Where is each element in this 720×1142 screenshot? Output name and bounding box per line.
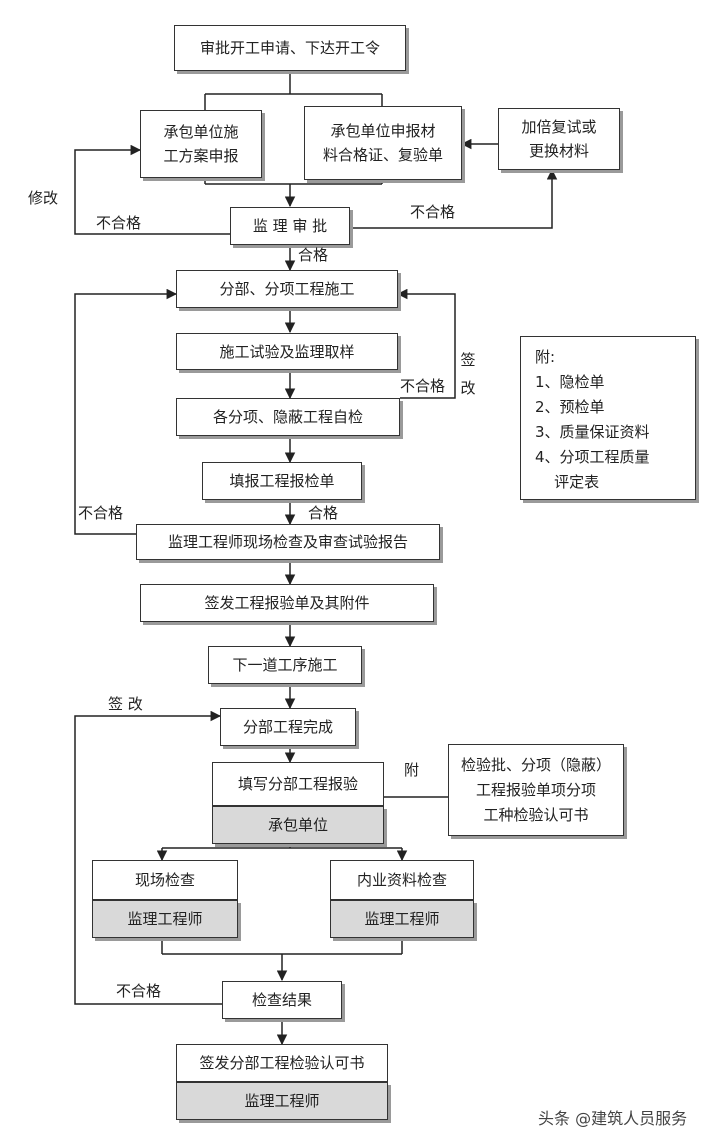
internal-engineer-box: 监理工程师	[330, 900, 474, 938]
label-pass-1: 合格	[298, 246, 329, 264]
test-sampling-box: 施工试验及监理取样	[176, 333, 398, 370]
self-check-box: 各分项、隐蔽工程自检	[176, 398, 400, 436]
watermark-text: 头条 @建筑人员服务	[538, 1109, 688, 1128]
attachment-cert-box: 检验批、分项（隐蔽） 工程报验单项分项 工种检验认可书	[448, 744, 624, 836]
label-fail-right-top: 不合格	[410, 203, 456, 221]
loop-fail-right-top	[350, 168, 558, 229]
loop-fail-bottom	[74, 710, 222, 1005]
contractor-unit-box: 承包单位	[212, 806, 384, 844]
sub-construction-box: 分部、分项工程施工	[176, 270, 398, 308]
fill-inspection-box: 填报工程报检单	[202, 462, 362, 500]
double-retest-box: 加倍复试或 更换材料	[498, 108, 620, 170]
supervision-review-box: 监 理 审 批	[230, 207, 350, 245]
site-engineer-box: 监理工程师	[92, 900, 238, 938]
contractor-materials-box: 承包单位申报材 料合格证、复验单	[304, 106, 462, 180]
internal-check-box: 内业资料检查	[330, 860, 474, 900]
label-revise: 修改	[28, 189, 59, 207]
label-sign-revise-bottom: 签 改	[108, 695, 143, 713]
notes-box: 附: 1、隐检单 2、预检单 3、质量保证资料 4、分项工程质量 评定表	[520, 336, 696, 500]
loop-fail-left-top	[74, 144, 230, 235]
fill-sub-report-box: 填写分部工程报验	[212, 762, 384, 806]
label-attach: 附	[404, 761, 420, 779]
issue-form-box: 签发工程报验单及其附件	[140, 584, 434, 622]
check-result-box: 检查结果	[222, 981, 342, 1019]
label-pass-2: 合格	[308, 504, 339, 522]
label-fail-left-top: 不合格	[96, 214, 142, 232]
approve-start-box: 审批开工申请、下达开工令	[174, 25, 406, 71]
contractor-plan-box: 承包单位施 工方案申报	[140, 110, 262, 178]
next-process-box: 下一道工序施工	[208, 646, 362, 684]
issue-cert-box: 签发分部工程检验认可书	[176, 1044, 388, 1082]
label-fail-mid-right: 不合格	[400, 377, 446, 395]
engineer-check-box: 监理工程师现场检查及审查试验报告	[136, 524, 440, 560]
sub-complete-box: 分部工程完成	[220, 708, 356, 746]
loop-fail-mid-right	[396, 288, 456, 399]
label-fail-bottom: 不合格	[116, 982, 162, 1000]
site-check-box: 现场检查	[92, 860, 238, 900]
final-engineer-box: 监理工程师	[176, 1082, 388, 1120]
loop-fail-left-mid	[74, 288, 178, 535]
label-fail-left-mid: 不合格	[78, 504, 124, 522]
label-sign-revise-vertical: 签改	[460, 351, 476, 397]
